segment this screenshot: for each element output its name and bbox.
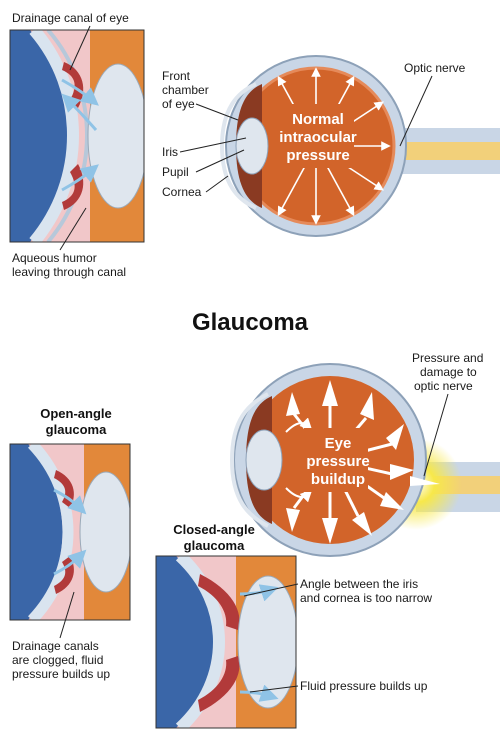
label-optic-nerve: Optic nerve [404, 61, 466, 75]
open-angle-title-2: glaucoma [46, 422, 107, 437]
normal-pressure-2: intraocular [279, 129, 357, 146]
leader-pupil [195, 149, 245, 173]
label-clogged-1: Drainage canals [12, 639, 99, 653]
label-front-chamber-1: Front [162, 69, 191, 83]
label-aqueous-2: leaving through canal [12, 265, 126, 279]
label-cornea: Cornea [162, 185, 202, 199]
leader-angle-narrow [243, 583, 299, 597]
inset-frame [9, 29, 145, 243]
leader-front-chamber [195, 103, 239, 121]
label-pressure-damage-1: Pressure and [412, 351, 483, 365]
leader-fluid-pressure [249, 685, 299, 693]
normal-pressure-3: pressure [286, 147, 349, 164]
glaucoma-eye [230, 363, 500, 557]
label-fluid-pressure: Fluid pressure builds up [300, 679, 428, 693]
drainage-inset [10, 30, 144, 242]
label-pressure-damage-3: optic nerve [414, 379, 473, 393]
open-angle-inset [10, 444, 130, 620]
label-clogged-2: are clogged, fluid [12, 653, 103, 667]
label-angle-narrow-2: and cornea is too narrow [300, 591, 432, 605]
closed-angle-title-1: Closed-angle [173, 522, 255, 537]
leader-drainage [69, 25, 91, 71]
normal-eye [220, 55, 500, 237]
leader-iris [179, 137, 247, 153]
eye-pressure-1: Eye [325, 435, 352, 452]
label-front-chamber-3: of eye [162, 97, 195, 111]
label-aqueous-1: Aqueous humor [12, 251, 97, 265]
open-angle-title-1: Open-angle [40, 406, 112, 421]
closed-angle-frame [155, 555, 297, 729]
leader-cornea [205, 175, 229, 193]
leader-optic-nerve [399, 75, 433, 147]
leader-pressure-damage [423, 393, 449, 477]
eye-pressure-2: pressure [306, 453, 369, 470]
label-front-chamber-2: chamber [162, 83, 209, 97]
label-drainage-canal: Drainage canal of eye [12, 11, 129, 25]
normal-pressure-1: Normal [292, 111, 344, 128]
eye-pressure-3: buildup [311, 471, 365, 488]
glaucoma-title: Glaucoma [192, 309, 309, 336]
open-angle-frame [9, 443, 131, 621]
leader-aqueous [59, 207, 87, 251]
normal-section: Drainage canal of eye Aqueous humor leav… [9, 11, 500, 279]
leader-clogged [59, 591, 75, 639]
closed-angle-title-2: glaucoma [184, 538, 245, 553]
label-clogged-3: pressure builds up [12, 667, 110, 681]
label-pupil: Pupil [162, 165, 189, 179]
closed-angle-inset [156, 556, 296, 728]
label-angle-narrow-1: Angle between the iris [300, 577, 418, 591]
label-pressure-damage-2: damage to [420, 365, 477, 379]
label-iris: Iris [162, 145, 178, 159]
